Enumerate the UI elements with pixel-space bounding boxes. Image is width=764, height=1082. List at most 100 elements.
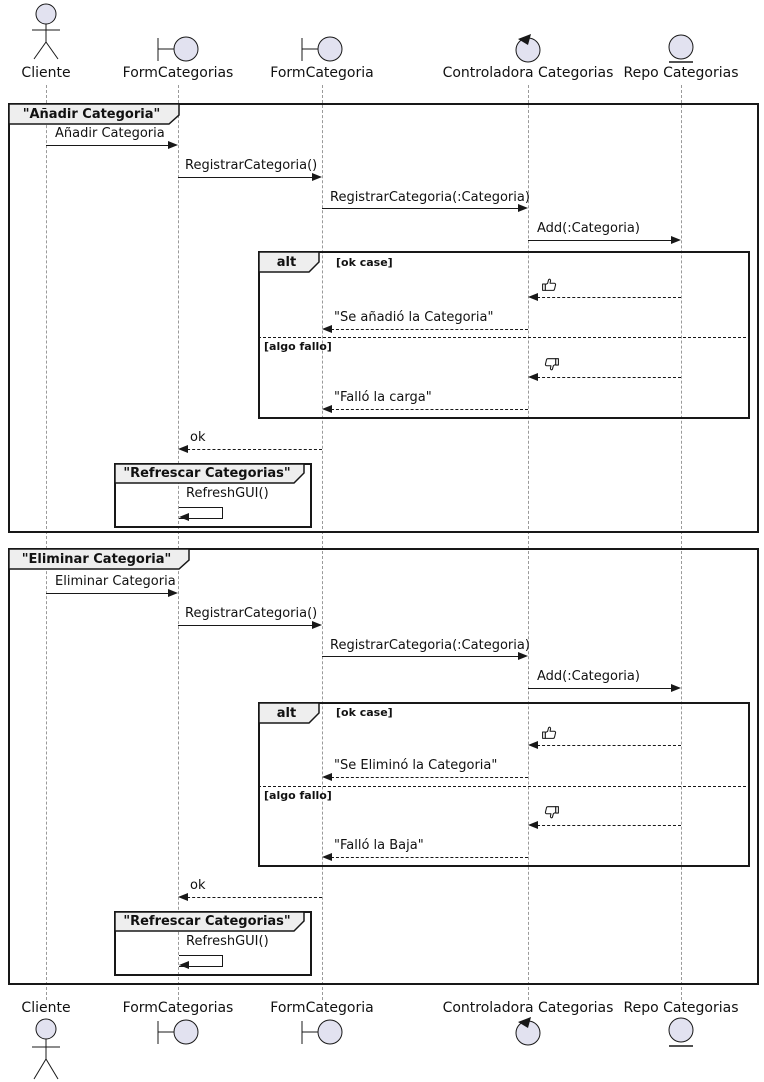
control-icon [515, 1017, 541, 1046]
return-line [326, 409, 528, 410]
message-label: RegistrarCategoria() [185, 158, 318, 173]
participant-label-formcategoria: FormCategoria [270, 1000, 374, 1016]
message-label: Añadir Categoria [55, 126, 165, 141]
participant-label-formcategoria: FormCategoria [270, 65, 374, 81]
arrowhead [528, 741, 538, 749]
return-line [532, 377, 681, 378]
alt-guard-fail: [algo fallo] [264, 340, 332, 353]
return-label: "Falló la Baja" [334, 838, 424, 853]
thumbs-down-icon [544, 358, 559, 371]
participant-label-cliente: Cliente [21, 1000, 71, 1016]
boundary-icon [157, 1019, 199, 1045]
return-label: ok [190, 430, 206, 445]
alt-divider [258, 337, 746, 338]
thumbs-up-icon [542, 726, 557, 739]
self-message-label: RefreshGUI() [186, 486, 269, 501]
return-line [532, 297, 681, 298]
return-line [326, 777, 528, 778]
arrowhead [322, 773, 332, 781]
participant-label-repo: Repo Categorias [623, 65, 739, 81]
participant-label-controladora: Controladora Categorias [442, 1000, 614, 1016]
arrowhead [671, 684, 681, 692]
return-line [182, 449, 322, 450]
arrowhead [168, 141, 178, 149]
arrowhead [528, 821, 538, 829]
frame-eliminar-title: "Eliminar Categoria" [21, 551, 172, 567]
message-label: Eliminar Categoria [55, 574, 176, 589]
message-line [46, 145, 174, 146]
message-label: RegistrarCategoria() [185, 606, 318, 621]
boundary-icon [301, 1019, 343, 1045]
arrowhead [179, 513, 189, 521]
return-label: "Se añadió la Categoria" [334, 310, 494, 325]
group-refrescar-tab: "Refrescar Categorias" [114, 463, 306, 484]
return-line [326, 857, 528, 858]
return-line [182, 897, 322, 898]
alt-tab: alt [258, 251, 321, 273]
thumbs-down-icon [544, 806, 559, 819]
alt-guard-fail: [algo fallo] [264, 789, 332, 802]
control-icon [515, 34, 541, 63]
lifeline-formcategorias [178, 85, 179, 1000]
message-line [528, 240, 677, 241]
return-line [532, 825, 681, 826]
self-message-label: RefreshGUI() [186, 934, 269, 949]
arrowhead [518, 652, 528, 660]
return-label: "Falló la carga" [334, 390, 432, 405]
arrowhead [528, 293, 538, 301]
boundary-icon [301, 36, 343, 62]
lifeline-controladora-categorias [528, 85, 529, 1000]
alt-guard-ok: [ok case] [336, 256, 393, 269]
group-refrescar-tab: "Refrescar Categorias" [114, 911, 306, 932]
message-label: Add(:Categoria) [537, 221, 640, 236]
self-message-loop [179, 507, 223, 519]
participant-label-repo: Repo Categorias [623, 1000, 739, 1016]
entity-icon [668, 34, 694, 63]
alt-fragment [258, 251, 750, 419]
return-line [532, 745, 681, 746]
arrowhead [312, 173, 322, 181]
arrowhead [322, 325, 332, 333]
arrowhead [179, 961, 189, 969]
thumbs-up-icon [542, 278, 557, 291]
entity-icon [668, 1017, 694, 1047]
group-refrescar-title: "Refrescar Categorias" [123, 466, 291, 481]
alt-operator: alt [276, 254, 297, 270]
arrowhead [671, 236, 681, 244]
message-line [322, 656, 524, 657]
frame-anadir-tab: "Añadir Categoria" [8, 103, 181, 125]
message-label: Add(:Categoria) [537, 669, 640, 684]
boundary-icon [157, 36, 199, 62]
message-line [528, 688, 677, 689]
frame-anadir-title: "Añadir Categoria" [22, 106, 161, 122]
arrowhead [322, 853, 332, 861]
participant-label-formcategorias: FormCategorias [122, 1000, 234, 1016]
lifeline-cliente [46, 85, 47, 1000]
actor-icon [32, 1018, 60, 1080]
actor-icon [32, 3, 60, 60]
message-line [46, 593, 174, 594]
frame-eliminar-categoria [8, 548, 759, 985]
self-message-loop [179, 955, 223, 967]
participant-label-formcategorias: FormCategorias [122, 65, 234, 81]
alt-divider [258, 786, 746, 787]
alt-fragment [258, 702, 750, 867]
alt-tab: alt [258, 702, 321, 724]
frame-eliminar-tab: "Eliminar Categoria" [8, 548, 191, 570]
alt-guard-ok: [ok case] [336, 706, 393, 719]
alt-operator: alt [276, 705, 297, 721]
message-line [322, 208, 524, 209]
arrowhead [322, 405, 332, 413]
group-refrescar-title: "Refrescar Categorias" [123, 914, 291, 929]
lifeline-formcategoria [322, 85, 323, 1000]
return-label: ok [190, 878, 206, 893]
message-label: RegistrarCategoria(:Categoria) [330, 190, 530, 205]
arrowhead [312, 621, 322, 629]
message-label: RegistrarCategoria(:Categoria) [330, 638, 530, 653]
arrowhead [518, 204, 528, 212]
message-line [178, 177, 318, 178]
participant-label-cliente: Cliente [21, 65, 71, 81]
return-line [326, 329, 528, 330]
arrowhead [178, 893, 188, 901]
